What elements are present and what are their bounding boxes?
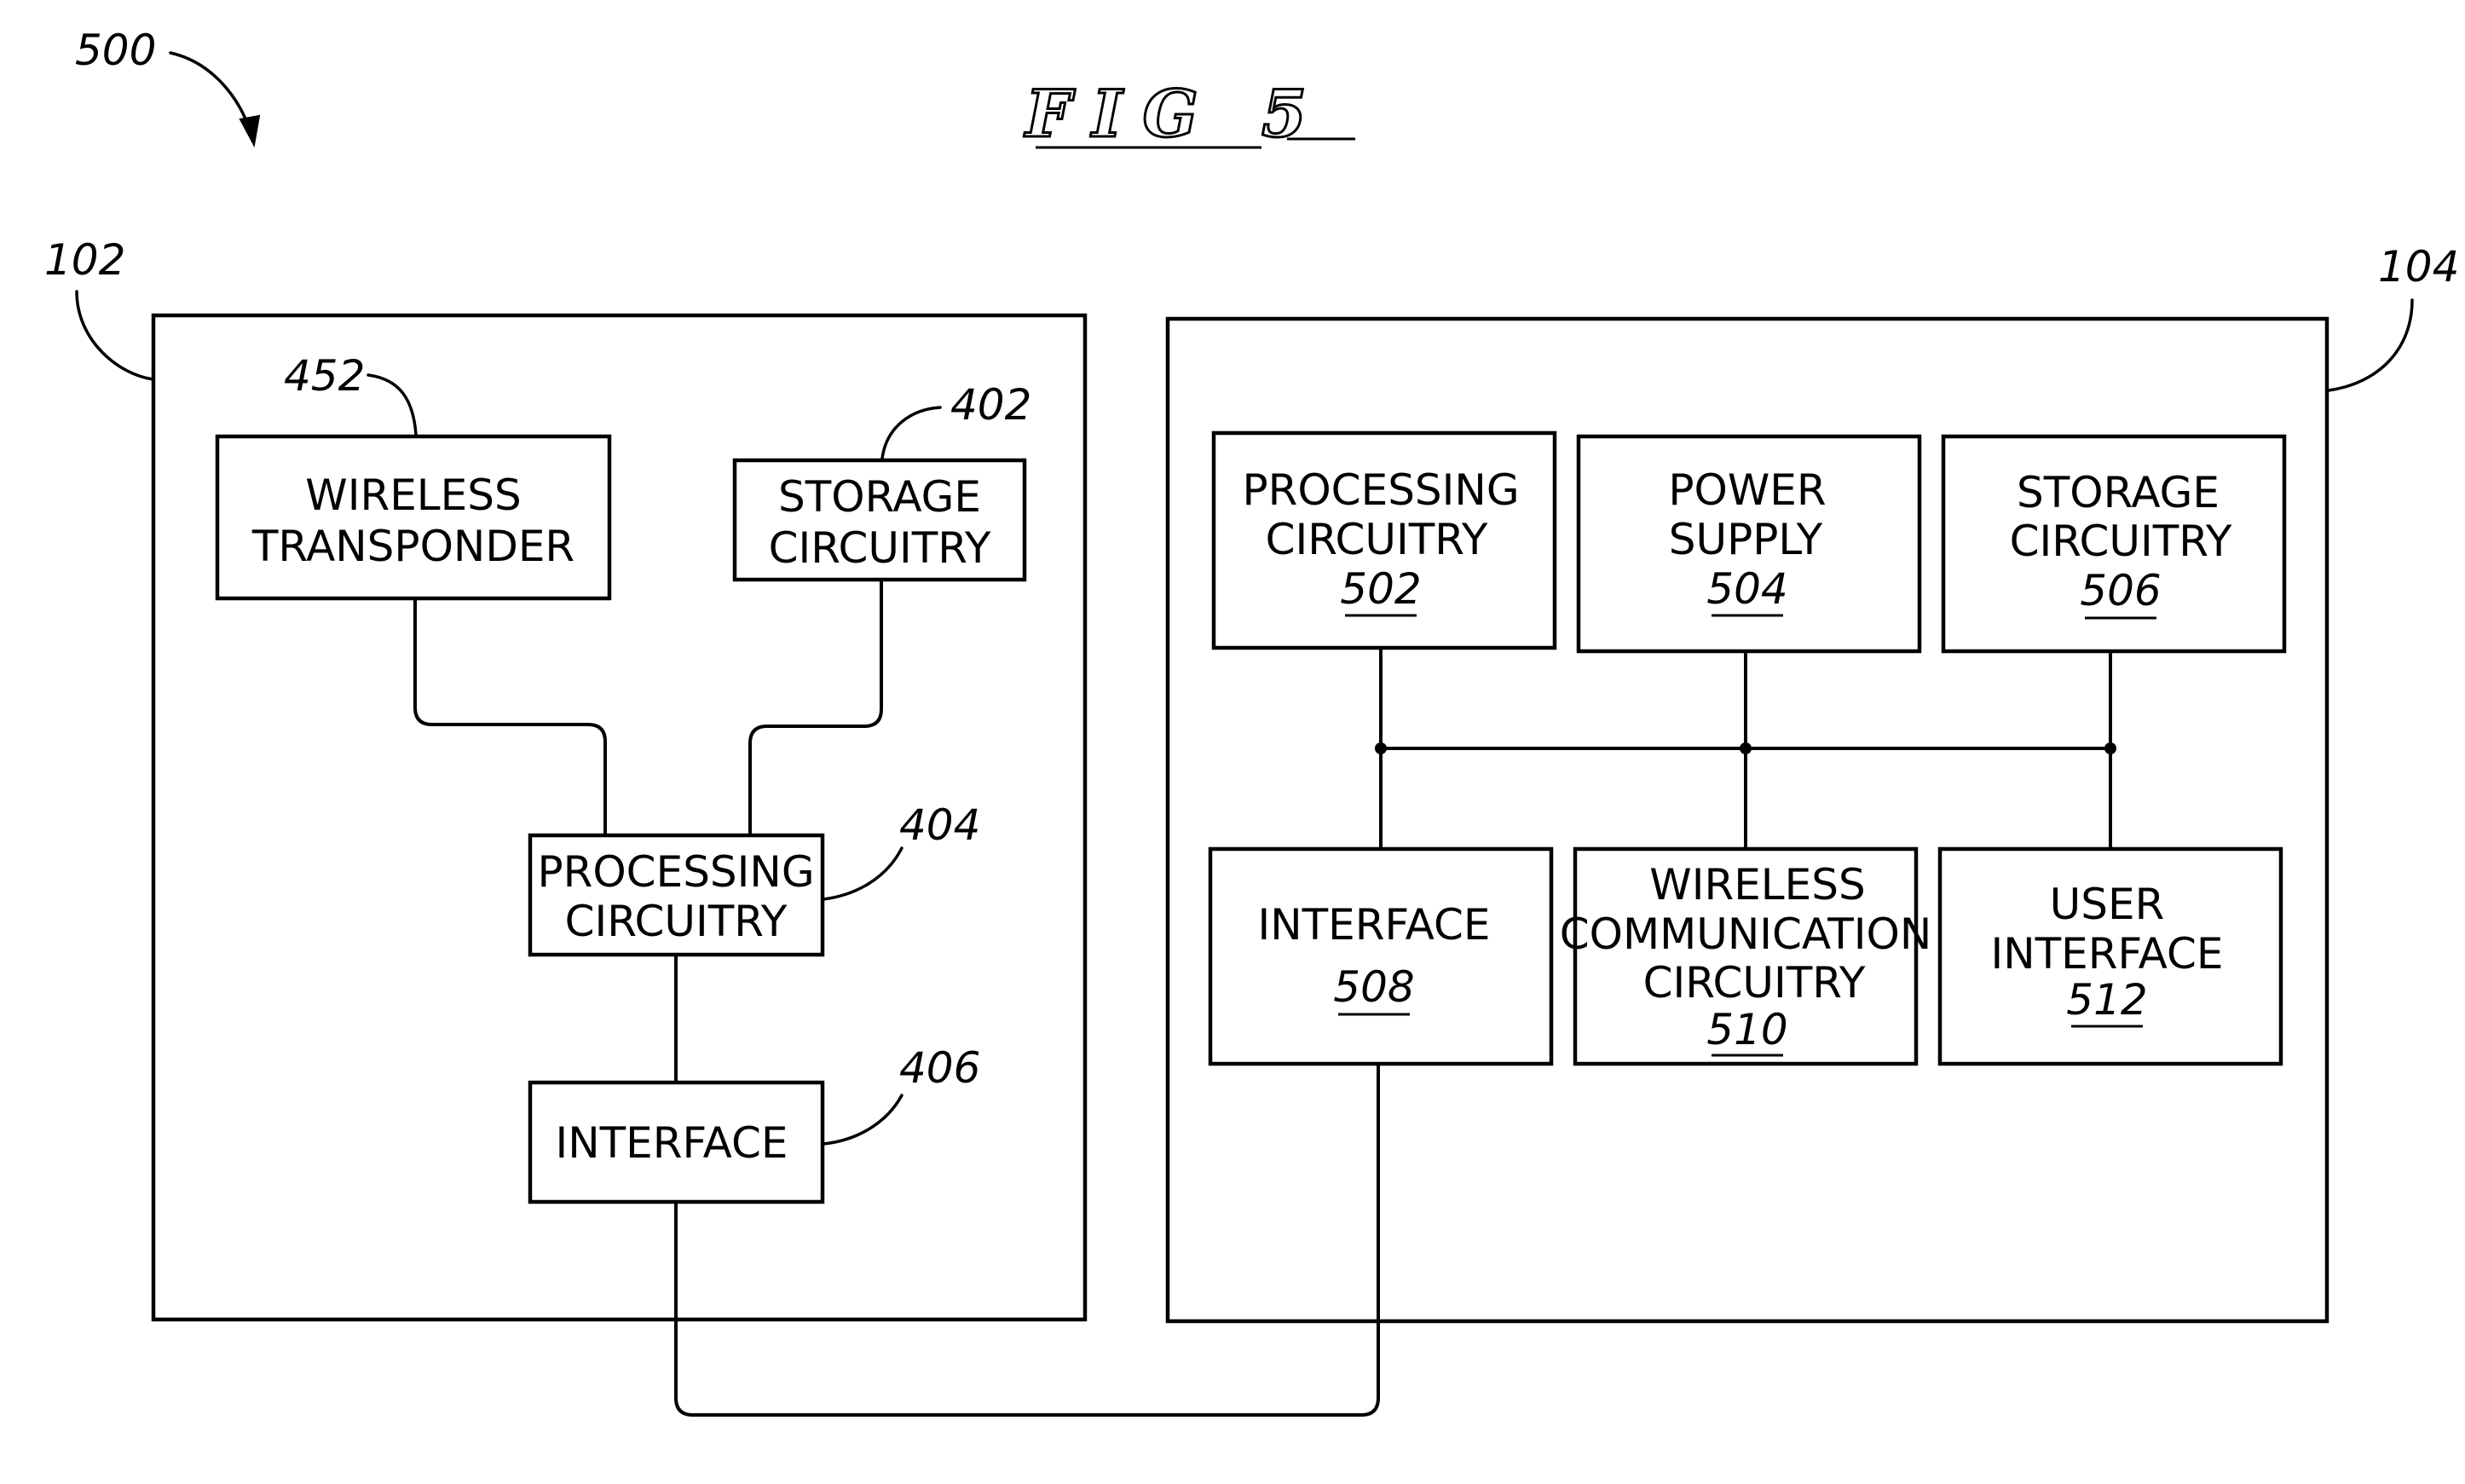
svg-text:SUPPLY: SUPPLY [1669, 515, 1823, 564]
svg-text:CIRCUITRY: CIRCUITRY [769, 523, 991, 573]
device-102-leader [75, 290, 155, 381]
svg-text:CIRCUITRY: CIRCUITRY [2010, 517, 2232, 566]
svg-text:FIG 5: FIG 5 [1024, 76, 1327, 152]
wireless-transponder-ref: 452 [284, 351, 365, 401]
figure-caption: FIG 5 [1023, 75, 1355, 153]
figure-ref-arrow [169, 51, 253, 136]
bus-junction-1 [1375, 742, 1387, 754]
svg-text:506: 506 [2080, 566, 2161, 615]
wireless-transponder-leader [367, 373, 418, 436]
svg-text:PROCESSING: PROCESSING [1242, 465, 1519, 515]
svg-text:INTERFACE: INTERFACE [1990, 929, 2223, 979]
storage-circuitry-block-506: STORAGE CIRCUITRY 506 [1941, 434, 2287, 654]
wireless-communication-circuitry-block-510: WIRELESS COMMUNICATION CIRCUITRY 510 [1560, 846, 1932, 1066]
svg-text:WIRELESS: WIRELESS [305, 471, 521, 520]
svg-text:INTERFACE: INTERFACE [1257, 900, 1490, 950]
bus-junction-2 [1740, 742, 1752, 754]
interface-leader-406 [822, 1094, 903, 1146]
wire-transponder-to-processing [413, 597, 607, 837]
wireless-transponder-block: WIRELESS TRANSPONDER [215, 434, 612, 601]
svg-text:504: 504 [1706, 564, 1787, 614]
device-102-ref: 102 [44, 235, 125, 285]
device-104-leader [2327, 298, 2414, 392]
processing-circuitry-leader-404 [822, 846, 903, 901]
svg-text:502: 502 [1340, 564, 1421, 614]
svg-text:WIRELESS: WIRELESS [1649, 860, 1865, 909]
svg-text:COMMUNICATION: COMMUNICATION [1560, 909, 1932, 959]
interface-block-406: INTERFACE [528, 1080, 825, 1204]
processing-circuitry-block-502: PROCESSING CIRCUITRY 502 [1211, 430, 1557, 650]
device-102-outline [151, 313, 1088, 1322]
svg-text:CIRCUITRY: CIRCUITRY [1266, 515, 1488, 564]
svg-text:POWER: POWER [1668, 465, 1826, 515]
link-interface-406-to-508 [674, 1062, 1380, 1417]
user-interface-block-512: USER INTERFACE 512 [1937, 846, 2283, 1066]
device-104-outline [1165, 316, 2329, 1324]
svg-text:508: 508 [1333, 962, 1414, 1012]
svg-text:510: 510 [1706, 1005, 1787, 1054]
power-supply-block-504: POWER SUPPLY 504 [1576, 434, 1922, 654]
svg-text:CIRCUITRY: CIRCUITRY [565, 897, 788, 946]
svg-text:PROCESSING: PROCESSING [537, 847, 814, 897]
storage-circuitry-ref-402: 402 [950, 380, 1031, 430]
bus-junction-3 [2104, 742, 2116, 754]
wire-storage-to-processing [748, 578, 883, 837]
storage-circuitry-leader-402 [880, 406, 942, 460]
svg-text:512: 512 [2066, 975, 2147, 1025]
interface-ref-406: 406 [899, 1043, 980, 1093]
svg-text:STORAGE: STORAGE [2017, 468, 2220, 517]
interface-block-508: INTERFACE 508 [1208, 846, 1554, 1066]
svg-text:TRANSPONDER: TRANSPONDER [251, 522, 574, 571]
svg-text:USER: USER [2050, 880, 2165, 929]
svg-text:INTERFACE: INTERFACE [555, 1118, 788, 1168]
svg-text:STORAGE: STORAGE [778, 472, 981, 522]
processing-circuitry-ref-404: 404 [899, 800, 980, 850]
svg-text:CIRCUITRY: CIRCUITRY [1643, 958, 1866, 1008]
storage-circuitry-block-402: STORAGE CIRCUITRY [732, 458, 1027, 582]
figure-ref-500: 500 [75, 26, 156, 75]
device-104-ref: 104 [2378, 242, 2459, 292]
processing-circuitry-block-404: PROCESSING CIRCUITRY [528, 833, 825, 957]
figure-ref-arrowhead [239, 114, 261, 148]
